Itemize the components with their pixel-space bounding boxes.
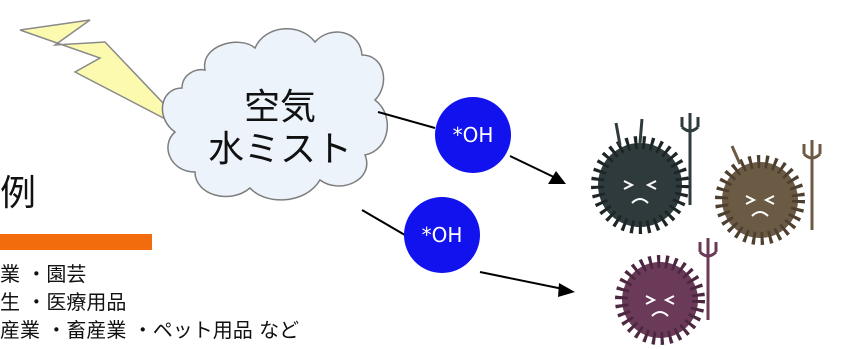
arrow-upper xyxy=(377,111,436,129)
heading-underline xyxy=(0,234,152,250)
radical-label-lower: *OH xyxy=(421,223,463,247)
radical-circle-upper xyxy=(435,97,511,173)
uses-line: 業 ・園芸 xyxy=(0,262,87,286)
radical-circle-lower xyxy=(404,197,480,273)
germ-icon xyxy=(615,238,718,345)
cloud-label-air: 空気 xyxy=(243,87,316,128)
arrow-upper xyxy=(509,155,561,181)
radical-label-upper: *OH xyxy=(452,123,494,147)
arrow-lower xyxy=(361,209,411,239)
arrow-lower xyxy=(479,271,569,291)
arrow-upper-head xyxy=(548,171,566,184)
uses-heading: 例 xyxy=(0,173,37,214)
cloud-shape xyxy=(161,28,389,201)
germ-icon xyxy=(715,140,822,245)
uses-line: 生 ・医療用品 xyxy=(0,290,127,314)
germ-icon xyxy=(591,113,700,234)
arrow-lower-head xyxy=(558,283,575,297)
cloud-label-water-mist: 水ミスト xyxy=(207,129,352,170)
uses-line: 産業 ・畜産業 ・ペット用品 など xyxy=(0,318,300,342)
